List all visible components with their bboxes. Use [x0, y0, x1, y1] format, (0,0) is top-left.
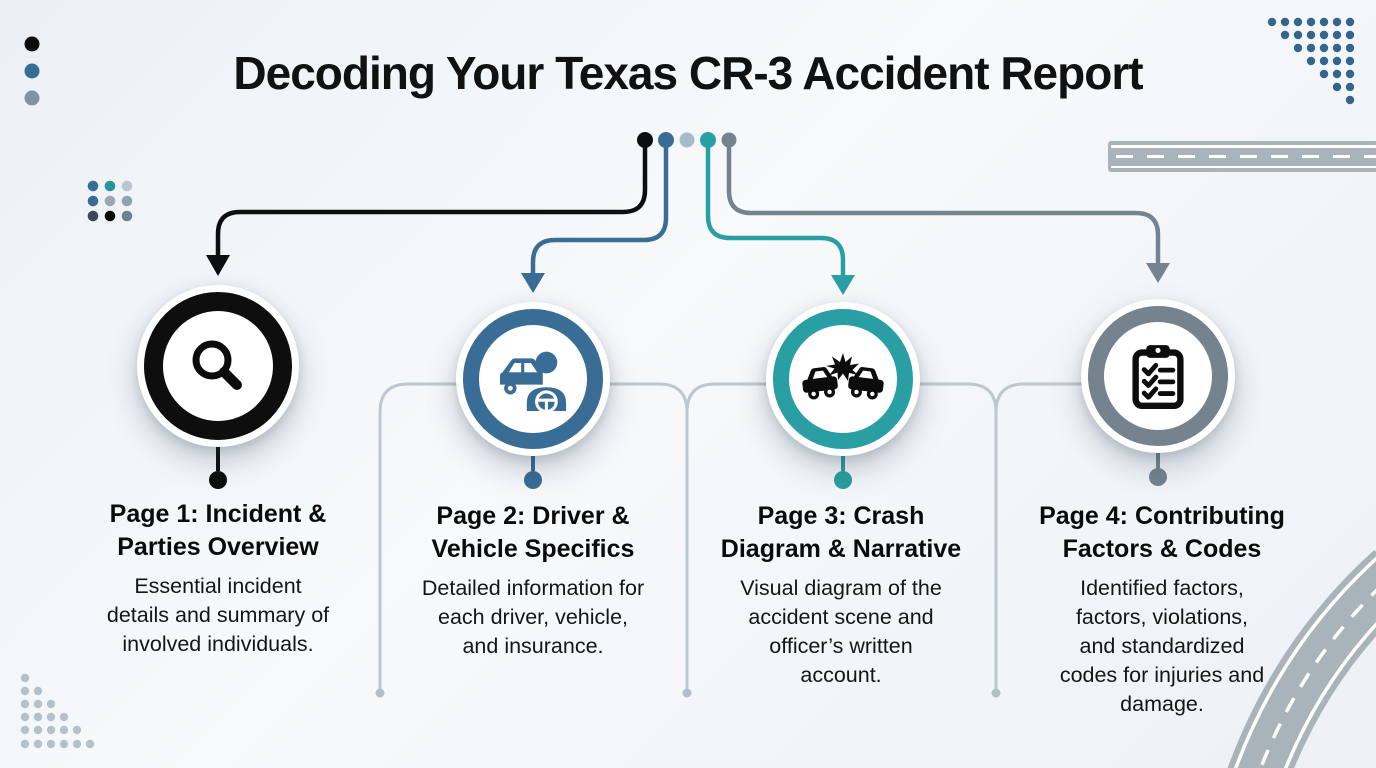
car-crash-icon: [802, 353, 884, 400]
circle-page4: [1081, 299, 1235, 453]
bracket-end-dots: [375, 688, 1001, 698]
column-page4-body: Identified factors, factors, violations,…: [1010, 574, 1314, 719]
body-line: each driver, vehicle,: [437, 605, 628, 629]
body-line: and insurance.: [462, 634, 604, 658]
circle-page2: [456, 302, 610, 456]
column-page2-heading: Page 2: Driver & Vehicle Specifics: [385, 500, 681, 566]
magnifier-icon: [192, 340, 242, 390]
body-line: Detailed information for: [421, 576, 645, 600]
column-page1-heading: Page 1: Incident & Parties Overview: [63, 498, 373, 564]
connector-teal: [705, 147, 846, 277]
body-line: factors, violations,: [1075, 605, 1249, 629]
heading-line: Parties Overview: [117, 533, 319, 561]
column-page1-body: Essential incident details and summary o…: [63, 572, 373, 659]
driver-vehicle-icon: [499, 351, 567, 411]
arrowhead-teal-icon: [831, 275, 855, 295]
body-line: codes for injuries and: [1059, 663, 1265, 687]
column-page3-heading: Page 3: Crash Diagram & Narrative: [693, 500, 989, 566]
body-line: Visual diagram of the: [740, 576, 942, 600]
triangle-dots-bottom-left-icon: [20, 673, 95, 749]
road-edge-line: [1111, 165, 1376, 168]
heading-line: Page 4: Contributing: [1039, 502, 1285, 530]
arrowhead-gray-icon: [1146, 263, 1170, 283]
road-edge-line: [1111, 145, 1376, 148]
column-page2-body: Detailed information for each driver, ve…: [385, 574, 681, 661]
body-line: account.: [800, 663, 882, 687]
circle-page3: [766, 302, 920, 456]
circle-page1: [137, 285, 299, 447]
circle-page4-ring: [1088, 306, 1228, 446]
page-title: Decoding Your Texas CR-3 Accident Report: [233, 47, 1143, 99]
body-line: involved individuals.: [122, 632, 314, 656]
heading-line: Page 1: Incident &: [109, 500, 327, 528]
connector-black: [215, 147, 648, 257]
road-center-dashes: [1116, 155, 1376, 158]
heading-line: Factors & Codes: [1062, 535, 1262, 563]
connector-lines: [215, 147, 1161, 277]
body-line: damage.: [1120, 692, 1204, 716]
heading-line: Vehicle Specifics: [431, 535, 635, 563]
body-line: officer’s written: [769, 634, 913, 658]
checklist-clipboard-icon: [1132, 345, 1184, 409]
column-page4-heading: Page 4: Contributing Factors & Codes: [1010, 500, 1314, 566]
column-page1-text: Page 1: Incident & Parties Overview Esse…: [63, 498, 373, 659]
dot-grid-icon: [87, 180, 133, 222]
column-page3-body: Visual diagram of the accident scene and…: [693, 574, 989, 690]
arrowhead-black-icon: [206, 255, 230, 276]
circle-page3-ring: [773, 309, 913, 449]
heading-line: Diagram & Narrative: [720, 535, 962, 563]
circle-page1-ring: [144, 292, 292, 440]
road-straight-graphic: [1108, 141, 1376, 172]
heading-line: Page 2: Driver &: [436, 502, 630, 530]
circle-page2-ring: [463, 309, 603, 449]
circle-stems: [209, 446, 1167, 489]
column-page2-text: Page 2: Driver & Vehicle Specifics Detai…: [385, 500, 681, 661]
vertical-dots-icon: [24, 36, 40, 106]
body-line: accident scene and: [748, 605, 934, 629]
body-line: and standardized: [1079, 634, 1245, 658]
connector-blue: [530, 147, 669, 275]
hub-dots-icon: [637, 132, 737, 148]
column-page3-text: Page 3: Crash Diagram & Narrative Visual…: [693, 500, 989, 690]
body-line: details and summary of: [106, 603, 330, 627]
heading-line: Page 3: Crash: [757, 502, 925, 530]
body-line: Identified factors,: [1080, 576, 1244, 600]
arrowheads: [206, 255, 1170, 295]
body-line: Essential incident: [134, 574, 302, 598]
column-page4-text: Page 4: Contributing Factors & Codes Ide…: [1010, 500, 1314, 719]
arrowhead-blue-icon: [521, 273, 545, 293]
connector-gray: [726, 147, 1161, 265]
triangle-dots-top-right-icon: [1267, 17, 1355, 105]
